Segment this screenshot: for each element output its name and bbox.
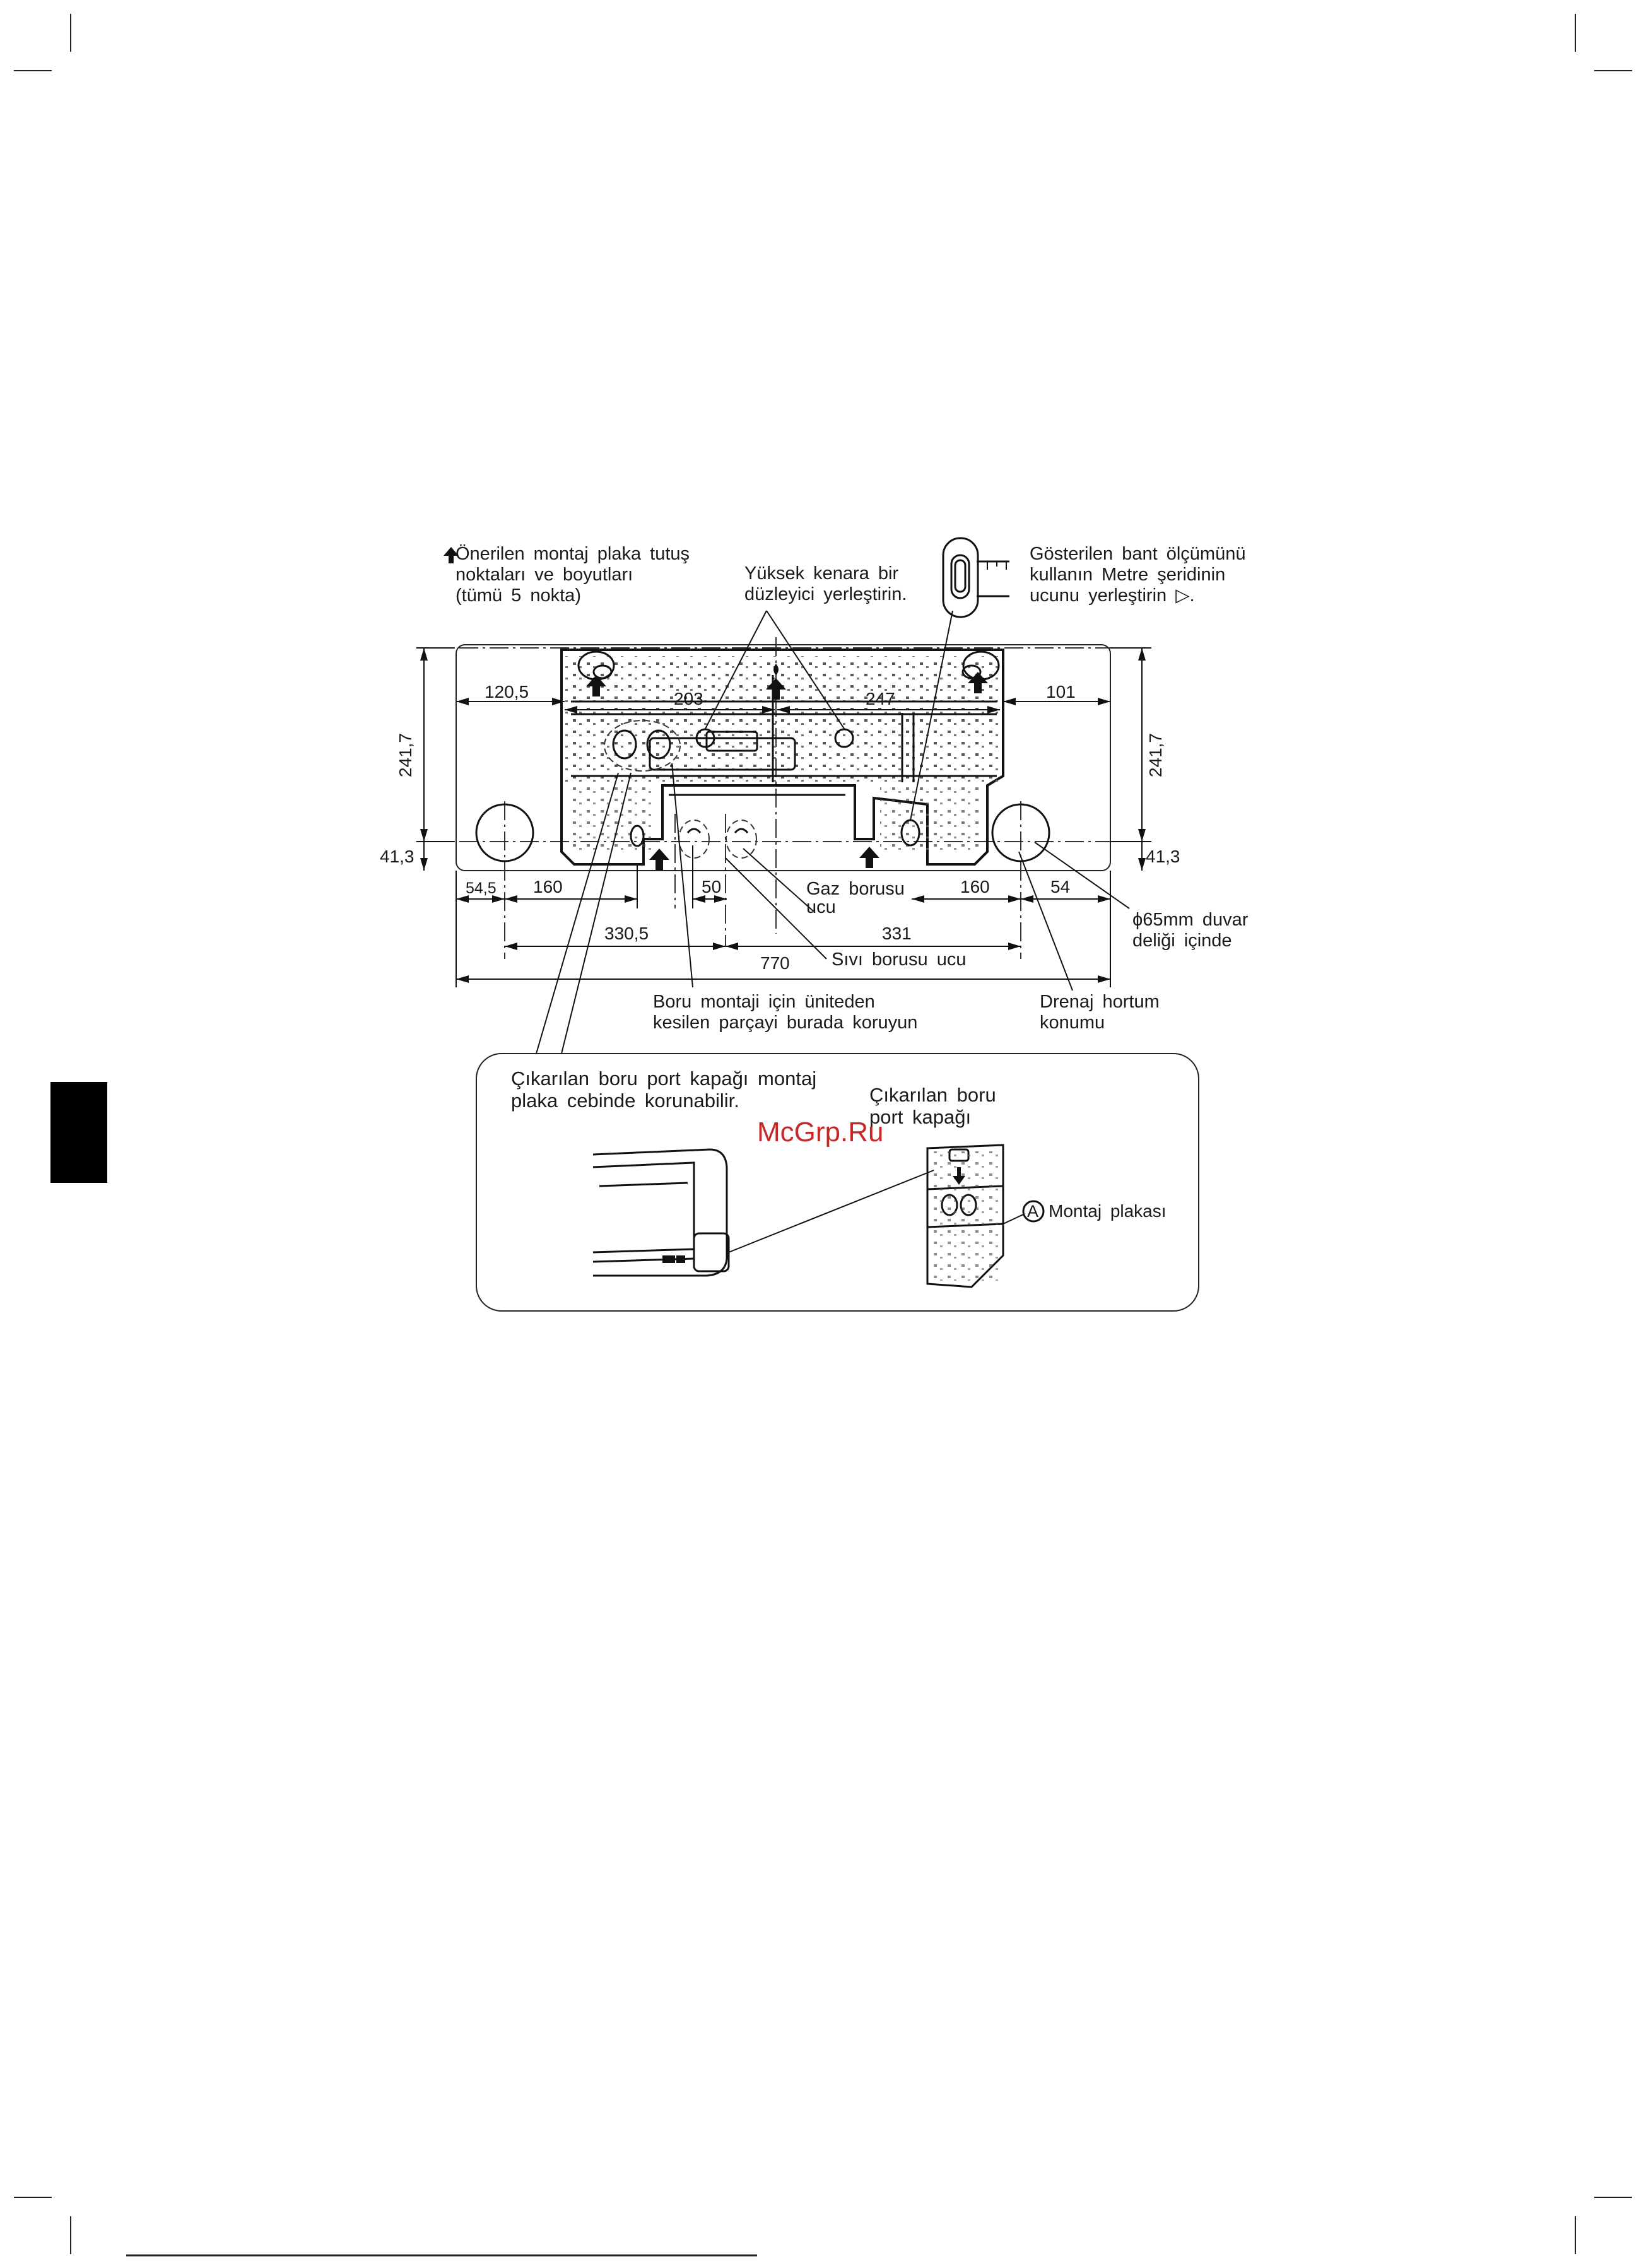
dim-50: 50 (702, 877, 722, 896)
watermark: McGrp.Ru (757, 1117, 884, 1148)
indoor-unit-outline (456, 644, 1111, 871)
wall-hole-left (475, 803, 534, 862)
dim-54-5: 54,5 (466, 879, 497, 897)
dim-160-left: 160 (533, 877, 563, 896)
dim-247: 247 (866, 689, 895, 708)
wall-hole-right (991, 803, 1050, 862)
dim-160-right: 160 (960, 877, 990, 896)
dim-241-7-right: 241,7 (1146, 732, 1165, 777)
tape-measure-icon (942, 537, 1009, 618)
dim-54: 54 (1050, 877, 1071, 896)
dim-330-5: 330,5 (604, 924, 649, 943)
recommended-points-label: Önerilen montaj plaka tutuş noktaları ve… (456, 544, 690, 606)
holding-point-arrows (444, 547, 988, 870)
dim-241-7-left: 241,7 (396, 732, 415, 777)
dim-770: 770 (760, 953, 790, 973)
indoor-unit-illustration (592, 1148, 730, 1277)
removed-cover-label: Çıkarılan boru port kapağı (869, 1084, 996, 1128)
dim-41-3-right: 41,3 (1146, 847, 1180, 866)
dim-41-3-left: 41,3 (380, 847, 414, 866)
tape-measure-label: Gösterilen bant ölçümünü kullanın Metre … (1030, 544, 1246, 606)
dim-120-5: 120,5 (485, 682, 529, 702)
wall-hole-label: ϕ65mm duvar deliği içinde (1132, 910, 1249, 951)
gas-pipe-label: Gaz borusu ucu (806, 879, 905, 917)
drain-hose-label: Drenaj hortum konumu (1040, 992, 1160, 1033)
dim-203: 203 (674, 689, 703, 708)
liquid-pipe-label: Sıvı borusu ucu (832, 949, 967, 970)
section-tab (50, 1082, 107, 1183)
mount-plate-label: Montaj plakası (1049, 1201, 1167, 1221)
dim-101: 101 (1046, 682, 1076, 702)
mount-plate-letter: A (1027, 1202, 1039, 1221)
leveler-label: Yüksek kenara bir düzleyici yerleştirin. (744, 563, 907, 604)
inset-panel (476, 1053, 1199, 1312)
dim-331: 331 (882, 924, 912, 943)
mounting-plate (560, 649, 1004, 866)
keep-part-label: Boru montaji için üniteden kesilen parça… (653, 992, 918, 1033)
inset-note: Çıkarılan boru port kapağı montaj plaka … (511, 1067, 817, 1112)
